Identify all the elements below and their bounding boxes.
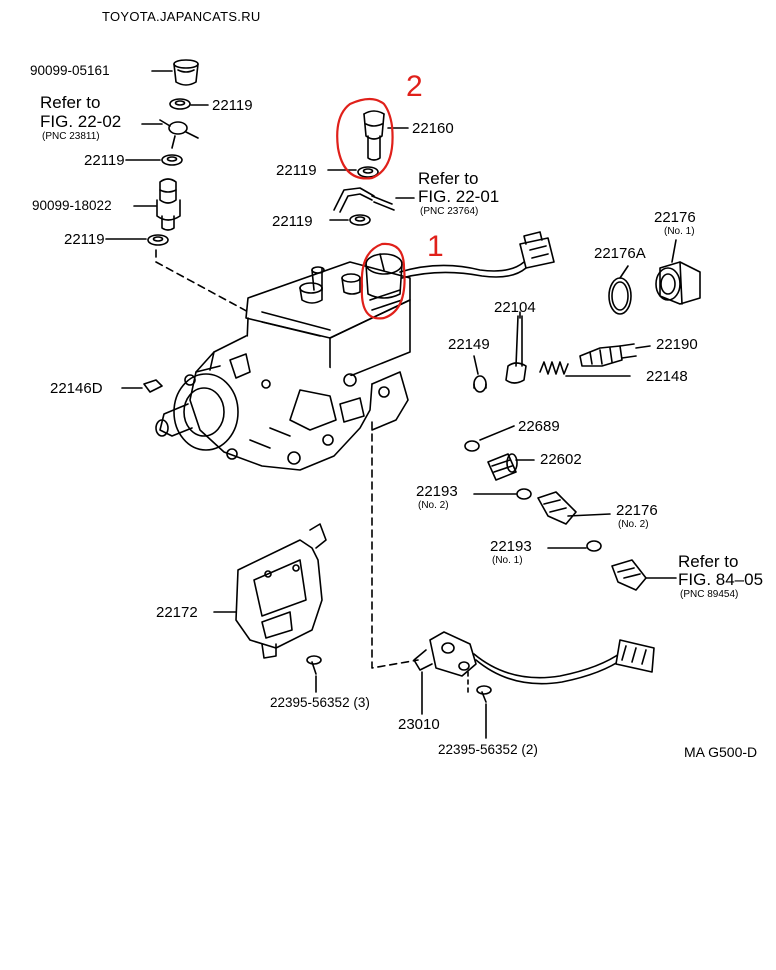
part-number-22689: 22689 bbox=[518, 418, 560, 435]
washer-22119-d bbox=[357, 166, 379, 178]
part-number-22176-no1: 22176 bbox=[654, 209, 696, 226]
part-number-22190: 22190 bbox=[656, 336, 698, 353]
annotation-mark-2: 2 bbox=[406, 70, 423, 103]
annotation-mark-1: 1 bbox=[427, 230, 444, 263]
part-qualifier-22193-no1: (No. 1) bbox=[492, 555, 523, 566]
part-number-22146D: 22146D bbox=[50, 380, 103, 397]
part-number-22395-56352-2: 22395-56352 (2) bbox=[438, 742, 538, 757]
connector-top bbox=[519, 231, 555, 269]
sensor-22176-no2 bbox=[537, 491, 577, 525]
part-number-22160: 22160 bbox=[412, 120, 454, 137]
pipe-fitting-22-01 bbox=[333, 187, 395, 213]
washer-22119-c bbox=[147, 234, 169, 246]
figure-ref-84-05: FIG. 84–05 bbox=[678, 570, 764, 589]
figure-ref-22-01: FIG. 22-01 bbox=[418, 187, 500, 206]
fitting-22160 bbox=[363, 110, 385, 161]
spring-22148 bbox=[539, 361, 569, 375]
banjo-fitting bbox=[159, 119, 199, 149]
part-number-22119-b: 22119 bbox=[84, 152, 125, 169]
gasket-22172 bbox=[235, 523, 327, 659]
cap-90099-05161 bbox=[173, 59, 199, 86]
washer-22119-b bbox=[161, 154, 183, 166]
washer-22119-a bbox=[169, 98, 191, 110]
part-number-22193-no2: 22193 bbox=[416, 483, 458, 500]
refer-to-label-22-02: Refer to bbox=[40, 93, 101, 112]
part-qualifier-22193-no2: (No. 2) bbox=[418, 500, 449, 511]
annotation-circle-1 bbox=[360, 242, 406, 320]
part-number-22176A: 22176A bbox=[594, 245, 646, 262]
dashed-leader-right bbox=[371, 421, 419, 669]
screw-22395-3 bbox=[306, 655, 322, 675]
part-number-22176-no2: 22176 bbox=[616, 502, 658, 519]
dashed-leader-left bbox=[155, 249, 253, 315]
oring-22176A bbox=[608, 277, 632, 315]
screw-22395-2 bbox=[476, 685, 492, 703]
spacer-22149 bbox=[473, 375, 487, 393]
seal-22689 bbox=[464, 440, 480, 452]
figure-code: MA G500-D bbox=[684, 744, 758, 760]
part-number-22119-c: 22119 bbox=[64, 231, 105, 248]
nut-22176-no1 bbox=[655, 261, 701, 305]
part-number-23010: 23010 bbox=[398, 716, 440, 733]
part-number-90099-05161: 90099-05161 bbox=[30, 63, 110, 78]
sensor-23010 bbox=[413, 631, 625, 685]
part-number-22395-56352-3: 22395-56352 (3) bbox=[270, 695, 370, 710]
annotation-circles bbox=[336, 97, 406, 320]
pnc-ref-89454: (PNC 89454) bbox=[680, 589, 739, 600]
sensor-84-05 bbox=[611, 559, 647, 591]
part-number-22149: 22149 bbox=[448, 336, 490, 353]
bolt-90099-18022 bbox=[156, 178, 181, 231]
watermark: TOYOTA.JAPANCATS.RU bbox=[102, 9, 261, 24]
key-22146D bbox=[143, 379, 163, 393]
refer-to-label-84-05: Refer to bbox=[678, 552, 739, 571]
figure-ref-22-02: FIG. 22-02 bbox=[40, 112, 122, 131]
oring-22193-no1 bbox=[586, 540, 602, 552]
part-number-90099-18022: 90099-18022 bbox=[32, 198, 112, 213]
connector-23010 bbox=[615, 639, 655, 673]
part-number-22602: 22602 bbox=[540, 451, 582, 468]
valve-22190 bbox=[579, 343, 637, 367]
part-number-22119-e: 22119 bbox=[272, 213, 313, 230]
part-qualifier-22176-no2: (No. 2) bbox=[618, 519, 649, 530]
oring-22193-no2 bbox=[516, 488, 532, 500]
filter-22602 bbox=[487, 453, 518, 481]
part-number-22119-d: 22119 bbox=[276, 162, 317, 179]
pnc-ref-23764: (PNC 23764) bbox=[420, 206, 479, 217]
part-number-22119-a: 22119 bbox=[212, 97, 253, 114]
bolt-22104 bbox=[505, 315, 527, 384]
solenoid-valve bbox=[365, 253, 527, 299]
washer-22119-e bbox=[349, 214, 371, 226]
part-number-22193-no1: 22193 bbox=[490, 538, 532, 555]
part-qualifier-22176-no1: (No. 1) bbox=[664, 226, 695, 237]
refer-to-label-22-01: Refer to bbox=[418, 169, 479, 188]
part-number-22104: 22104 bbox=[494, 299, 536, 316]
annotation-circle-2 bbox=[336, 97, 394, 180]
injection-pump-body bbox=[155, 261, 411, 471]
pnc-ref-23811: (PNC 23811) bbox=[42, 131, 100, 142]
part-number-22148: 22148 bbox=[646, 368, 688, 385]
part-number-22172: 22172 bbox=[156, 604, 198, 621]
